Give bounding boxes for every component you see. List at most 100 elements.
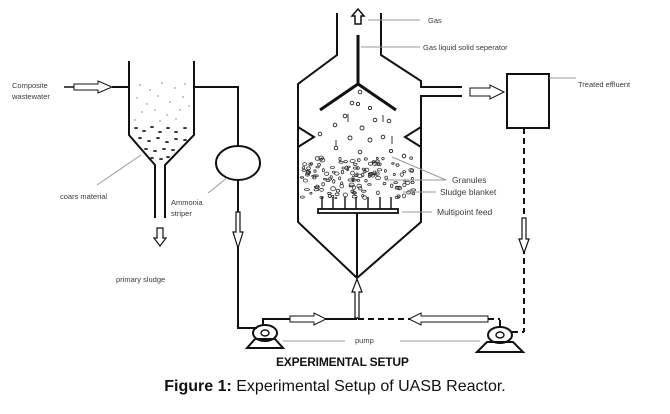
down-arrow-dashed-icon	[518, 217, 530, 255]
granule	[356, 178, 360, 182]
granule	[402, 182, 407, 187]
granule	[361, 194, 365, 198]
granule	[334, 196, 338, 200]
granule	[351, 176, 355, 181]
label-granules: Granules	[452, 175, 487, 185]
caption-prefix: Figure 1:	[164, 378, 232, 395]
gas-up-arrow-icon	[350, 7, 366, 25]
granule	[357, 186, 363, 191]
granule	[342, 192, 348, 198]
granule	[405, 180, 411, 185]
label-composite-2: wastewater	[11, 92, 50, 101]
granule	[401, 193, 406, 199]
granule	[309, 191, 313, 195]
granule	[363, 167, 370, 172]
granule	[302, 162, 308, 167]
granule	[375, 159, 380, 163]
granule	[391, 162, 395, 165]
granule	[333, 171, 340, 176]
label-ammonia-1: Ammonia	[171, 198, 204, 207]
label-primary-sludge: primary sludge	[116, 275, 165, 284]
label-gls-separator: Gas liquid solid seperator	[423, 43, 508, 52]
granule	[371, 160, 375, 164]
granule	[325, 179, 331, 182]
granule	[351, 194, 358, 199]
granule	[332, 179, 336, 184]
granule	[343, 160, 348, 164]
granule	[402, 170, 407, 174]
granule	[346, 165, 351, 169]
granule	[315, 184, 320, 190]
granule	[306, 166, 311, 171]
granule	[304, 172, 310, 177]
granule	[338, 157, 342, 162]
label-treated-effluent: Treated effluent	[578, 80, 631, 89]
granule	[301, 169, 307, 172]
caption-text: Experimental Setup of UASB Reactor.	[231, 378, 506, 395]
granule	[329, 166, 335, 169]
granule	[381, 157, 385, 161]
granule	[362, 195, 368, 200]
granule	[397, 185, 402, 191]
granule	[395, 163, 400, 167]
granule	[376, 168, 383, 172]
granule	[311, 174, 317, 178]
granule	[399, 172, 404, 177]
granule	[319, 187, 324, 192]
granule	[408, 168, 415, 173]
granule	[376, 190, 380, 195]
gas-bubbles	[317, 89, 407, 159]
granule	[341, 166, 346, 170]
pump-right	[474, 320, 526, 353]
granule	[317, 162, 321, 167]
granule	[315, 165, 320, 169]
granule	[382, 182, 387, 186]
effluent-tank	[469, 73, 576, 332]
label-ammonia-2: striper	[171, 209, 192, 218]
granule	[363, 157, 368, 161]
granule	[374, 171, 380, 176]
label-multipoint-feed: Multipoint feed	[437, 207, 493, 217]
inlet-arrow-icon	[73, 80, 114, 94]
pump-left	[244, 318, 290, 349]
granule	[318, 155, 324, 161]
granule	[338, 176, 342, 181]
setup-title: EXPERIMENTAL SETUP	[276, 355, 409, 369]
granule	[334, 192, 340, 196]
granule	[340, 169, 344, 175]
granule	[351, 191, 356, 194]
granule	[372, 172, 378, 176]
granule	[352, 166, 359, 170]
granule	[411, 192, 416, 196]
granule	[301, 166, 306, 170]
granule	[321, 168, 325, 173]
label-coarse-material: coars material	[60, 192, 107, 201]
granule	[361, 167, 366, 171]
granule	[350, 170, 355, 176]
granule	[302, 178, 308, 183]
label-sludge-blanket: Sludge blanket	[440, 187, 497, 197]
granule	[299, 195, 305, 199]
granule	[353, 162, 358, 166]
uasb-reactor	[297, 7, 462, 279]
granule	[375, 175, 382, 180]
up-arrow-icon	[351, 277, 363, 319]
granule	[409, 156, 414, 160]
granule	[303, 188, 310, 191]
left-arrow-icon	[407, 312, 489, 326]
coarse-material	[134, 126, 187, 160]
right-arrow-icon	[289, 312, 328, 326]
sludge-blanket	[299, 155, 417, 200]
granule	[313, 169, 317, 173]
granule	[348, 184, 354, 188]
granule	[392, 172, 396, 176]
granule	[338, 160, 344, 164]
granule	[308, 162, 312, 167]
granule	[364, 178, 368, 183]
primary-sludge-arrow-icon	[152, 227, 168, 247]
effluent-arrow-icon	[469, 84, 506, 100]
granule	[305, 169, 310, 175]
down-arrow-icon	[232, 211, 244, 251]
granule	[393, 181, 399, 184]
